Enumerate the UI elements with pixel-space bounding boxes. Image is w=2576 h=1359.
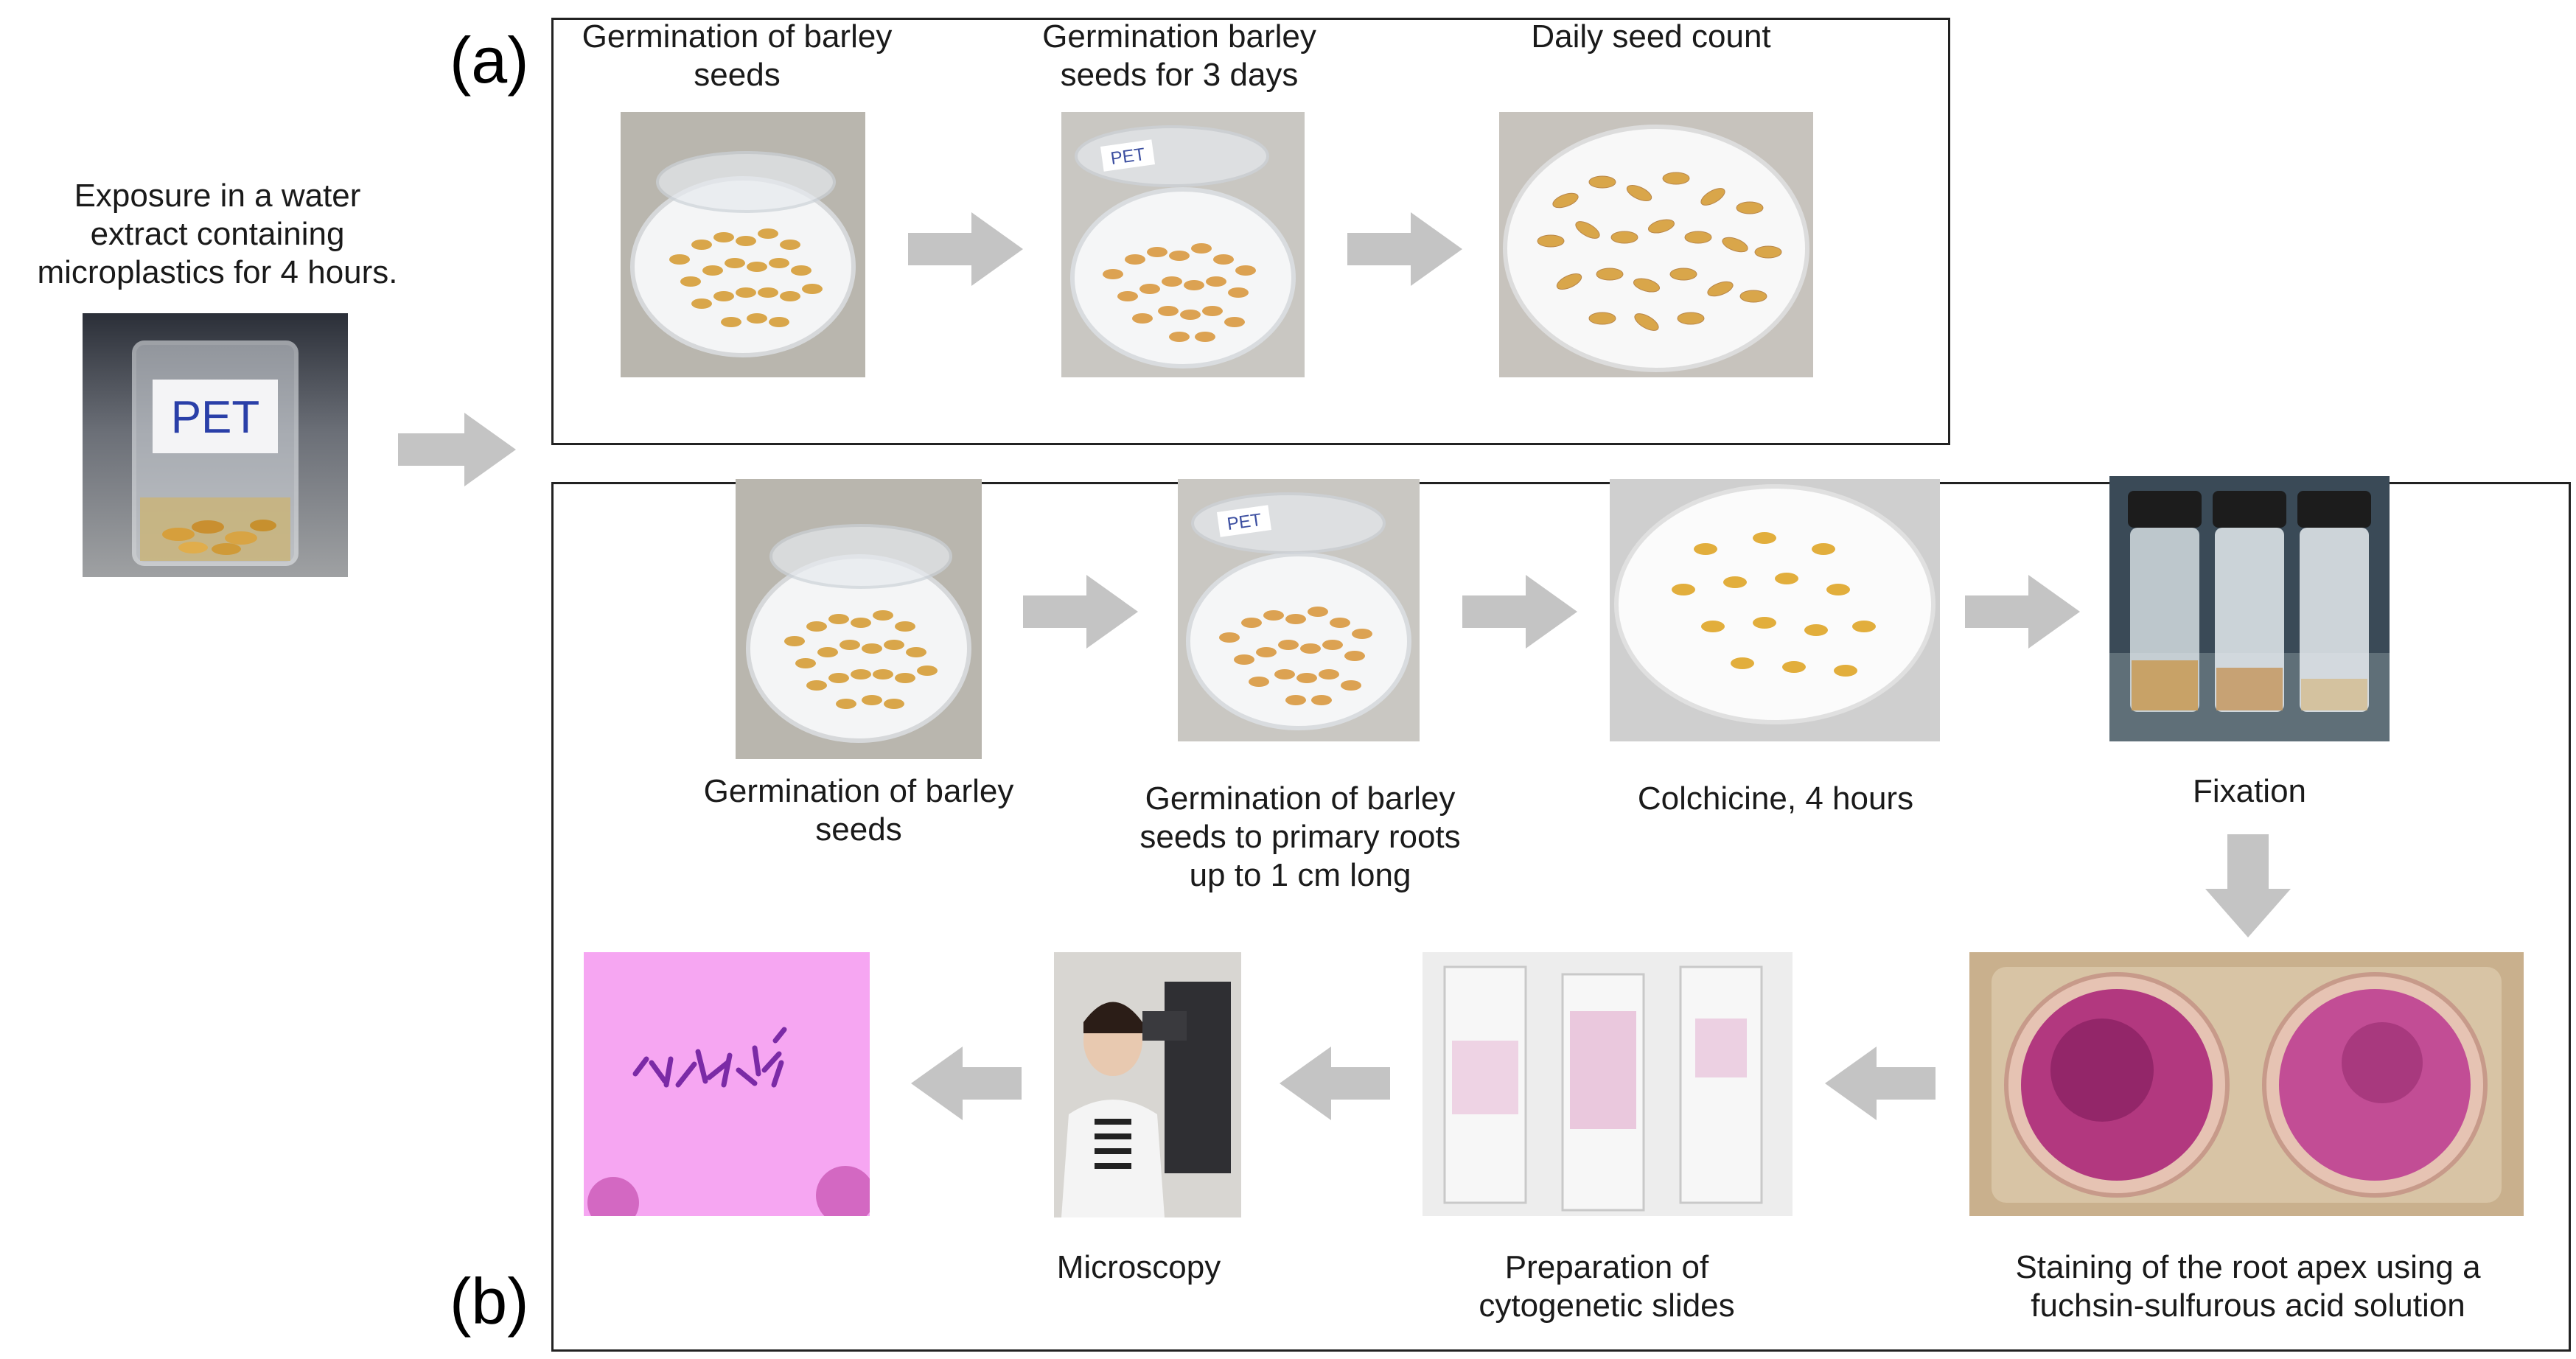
arrow-a-2-to-3: [1347, 212, 1462, 286]
exposure-caption: Exposure in a water extract containing m…: [37, 178, 398, 290]
arrow-b-2-to-3: [1462, 575, 1577, 649]
a-step3-petri-photo: [1499, 112, 1813, 377]
arrow-b-5-to-6: [1825, 1047, 1936, 1120]
b-step1-caption: Germination of barley seeds: [703, 773, 1014, 848]
b-step4-fixation-vials-photo: [2109, 476, 2390, 741]
petri-label-text: PET: [1109, 144, 1146, 169]
b-step4-caption: Fixation: [2192, 773, 2307, 809]
b-step2-petri-photo: PET: [1178, 479, 1420, 741]
panel-a-label: (a): [450, 24, 529, 97]
arrow-b-3-to-4: [1965, 575, 2080, 649]
a-step3-caption: Daily seed count: [1531, 18, 1771, 55]
b-step1-petri-photo: [736, 479, 982, 759]
arrow-b-6-to-7: [1280, 1047, 1390, 1120]
beaker-label-text: PET: [171, 392, 260, 443]
arrow-a-1-to-2: [908, 212, 1023, 286]
panel-b-frame: [551, 482, 2571, 1352]
a-step1-caption: Germination of barley seeds: [582, 18, 893, 93]
a-step2-petri-photo: PET: [1061, 112, 1305, 377]
a-step2-caption: Germination barley seeds for 3 days: [1042, 18, 1316, 93]
b-step5-staining-photo: [1969, 952, 2524, 1216]
panel-a-frame: [551, 18, 1950, 445]
arrow-b-7-to-8: [911, 1047, 1022, 1120]
panel-b-label: (b): [450, 1265, 529, 1338]
b-step6-caption: Preparation of cytogenetic slides: [1479, 1249, 1735, 1324]
arrow-exposure-to-panels: [398, 413, 516, 486]
a-step1-petri-photo: [621, 112, 865, 377]
arrow-b-1-to-2: [1023, 575, 1138, 649]
b-step3-colchicine-photo: [1610, 479, 1940, 741]
b-step8-chromosomes-micrograph: [584, 952, 870, 1216]
b-step2-caption: Germination of barley seeds to primary r…: [1139, 780, 1461, 893]
b-step7-microscopy-photo: [1054, 952, 1241, 1217]
b-step5-caption: Staining of the root apex using a fuchsi…: [2015, 1249, 2481, 1324]
b-step3-caption: Colchicine, 4 hours: [1637, 780, 1914, 817]
b-step7-caption: Microscopy: [1056, 1249, 1221, 1285]
arrow-b-4-to-5-down: [2205, 834, 2291, 937]
exposure-beaker-photo: PET: [83, 313, 348, 577]
b-step6-slides-photo: [1423, 952, 1793, 1216]
petri-label-text: PET: [1226, 510, 1263, 534]
